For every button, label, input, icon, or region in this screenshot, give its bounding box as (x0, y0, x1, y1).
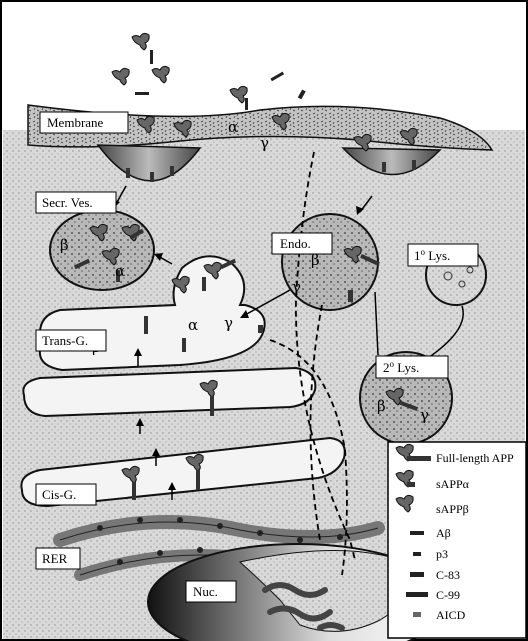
gamma-lysosome: γ (420, 406, 429, 424)
legend-label-abeta: Aβ (436, 526, 451, 540)
svg-text:2o Lys.: 2o Lys. (383, 359, 419, 375)
label-secondary-lysosome: 2o Lys. (376, 356, 448, 378)
legend-label-c83: C-83 (436, 568, 460, 582)
alpha-trans-golgi: α (188, 316, 198, 334)
label-endosome: Endo. (272, 233, 332, 254)
label-membrane: Membrane (40, 112, 128, 133)
label-rer: RER (36, 548, 80, 569)
svg-text:Endo.: Endo. (280, 236, 311, 251)
legend-label-p3: p3 (436, 547, 448, 561)
label-nucleus: Nuc. (186, 581, 236, 602)
svg-text:Nuc.: Nuc. (193, 584, 218, 599)
label-cis-golgi: Cis-G. (36, 484, 96, 505)
legend-label-full-length-app: Full-length APP (436, 451, 514, 465)
gamma-endosome: γ (292, 278, 301, 296)
alpha-secretory: α (115, 262, 125, 280)
gamma-trans-golgi: γ (224, 314, 233, 332)
c99-icon (406, 592, 428, 597)
svg-text:Cis-G.: Cis-G. (42, 487, 76, 502)
legend-label-c99: C-99 (436, 588, 460, 602)
c83-icon (410, 572, 424, 577)
svg-text:Trans-G.: Trans-G. (42, 333, 88, 348)
gamma-membrane: γ (260, 134, 269, 152)
svg-text:1o Lys.: 1o Lys. (414, 247, 450, 263)
legend-label-sapp-alpha: sAPPα (436, 477, 470, 491)
aicd-icon (413, 612, 421, 617)
label-primary-lysosome: 1o Lys. (408, 244, 478, 266)
svg-text:Secr. Ves.: Secr. Ves. (42, 195, 93, 210)
svg-text:RER: RER (42, 551, 68, 566)
beta-lysosome: β (377, 397, 386, 415)
legend-label-sapp-beta: sAPPβ (436, 502, 469, 516)
p3-icon (413, 552, 421, 556)
abeta-icon (410, 531, 424, 535)
svg-text:Membrane: Membrane (47, 115, 104, 130)
alpha-membrane: α (228, 118, 238, 136)
beta-secretory: β (60, 236, 69, 254)
legend-label-aicd: AICD (436, 608, 466, 622)
label-trans-golgi: Trans-G. (36, 330, 106, 351)
legend: Full-length APP sAPPα sAPPβ Aβ p3 C-83 C… (388, 442, 526, 638)
label-secretory-vesicle: Secr. Ves. (36, 192, 116, 213)
